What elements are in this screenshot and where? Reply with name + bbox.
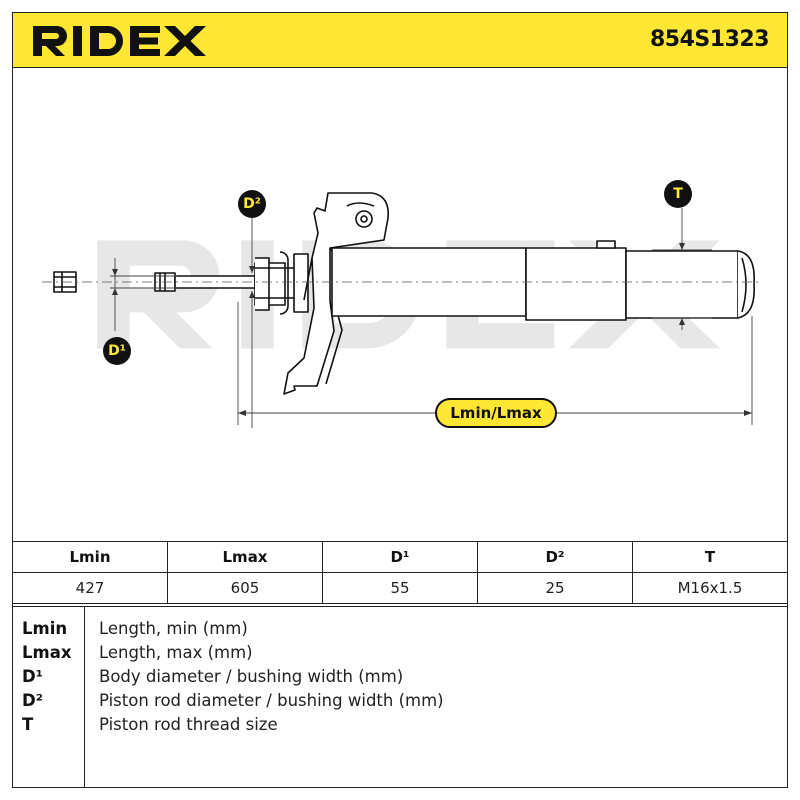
legend-desc: Body diameter / bushing width (mm) [99,667,404,686]
legend-key: Lmax [22,643,72,662]
header-d1: D¹ [322,541,478,573]
legend-item: D² Piston rod diameter / bushing width (… [12,691,788,715]
badge-d1: D¹ [103,337,131,365]
header-lmin: Lmin [12,541,168,573]
badge-t: T [664,180,692,208]
badge-lmin-lmax: Lmin/Lmax [435,398,557,428]
legend-item: Lmax Length, max (mm) [12,643,788,667]
legend-desc: Piston rod thread size [99,715,278,734]
value-d2: 25 [477,572,633,604]
legend-desc: Piston rod diameter / bushing width (mm) [99,691,444,710]
spec-header-row: Lmin Lmax D¹ D² T [12,541,788,573]
header-t: T [632,541,788,573]
header-bar: 854S1323 [12,12,788,68]
shock-absorber-diagram [42,192,762,428]
legend-divider [84,607,85,788]
legend-key: T [22,715,34,734]
legend-key: Lmin [22,619,68,638]
value-t: M16x1.5 [632,572,788,604]
legend-item: D¹ Body diameter / bushing width (mm) [12,667,788,691]
spec-value-row: 427 605 55 25 M16x1.5 [12,572,788,604]
legend-desc: Length, min (mm) [99,619,248,638]
part-number: 854S1323 [650,27,770,52]
header-lmax: Lmax [167,541,323,573]
legend: Lmin Length, min (mm) Lmax Length, max (… [12,606,788,788]
legend-item: T Piston rod thread size [12,715,788,739]
legend-key: D¹ [22,667,43,686]
legend-key: D² [22,691,43,710]
value-d1: 55 [322,572,478,604]
value-lmax: 605 [167,572,323,604]
legend-item: Lmin Length, min (mm) [12,619,788,643]
ridex-logo [33,26,206,56]
value-lmin: 427 [12,572,168,604]
badge-d2: D² [238,190,266,218]
shock-body [331,240,755,321]
spec-table: Lmin Lmax D¹ D² T 427 605 55 25 M16x1.5 [12,541,788,604]
top-mount [254,251,309,315]
legend-desc: Length, max (mm) [99,643,253,662]
header-d2: D² [477,541,633,573]
